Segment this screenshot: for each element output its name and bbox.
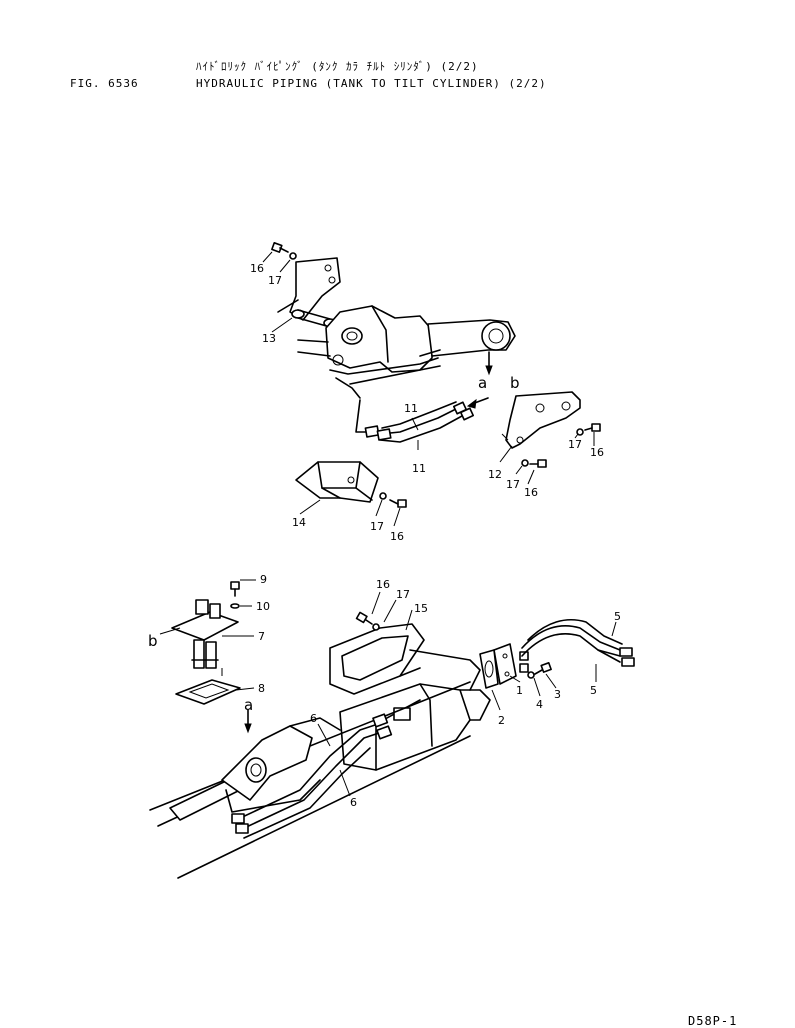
callout-13: 13	[262, 332, 276, 345]
hydraulic-tank	[339, 649, 491, 771]
callout-6: 6	[350, 796, 357, 809]
callout-16: 16	[524, 486, 538, 499]
callout-15: 15	[414, 602, 428, 615]
callout-11: 11	[404, 402, 418, 415]
callout-17: 17	[268, 274, 282, 287]
view-references: a b b a	[148, 374, 520, 714]
view-ref-a: a	[244, 696, 253, 714]
hardware-lower	[355, 611, 380, 631]
figure-title: HYDRAULIC PIPING (TANK TO TILT CYLINDER)…	[196, 77, 547, 90]
main-frame	[149, 681, 471, 879]
callout-16: 16	[376, 578, 390, 591]
view-ref-a: a	[478, 374, 487, 392]
callout-11: 11	[412, 462, 426, 475]
callout-3: 3	[554, 688, 561, 701]
callout-2: 2	[498, 714, 505, 727]
callout-7: 7	[258, 630, 265, 643]
callout-14: 14	[292, 516, 306, 529]
callout-5: 5	[590, 684, 597, 697]
hose-assembly-11	[355, 397, 489, 443]
callout-17: 17	[370, 520, 384, 533]
katakana-title: ﾊｲﾄﾞﾛﾘｯｸ ﾊﾞｲﾋﾟﾝｸﾞ (ﾀﾝｸ ｶﾗ ﾁﾙﾄ ｼﾘﾝﾀﾞ) (2/…	[196, 60, 479, 73]
hardware-upper	[271, 242, 601, 508]
callout-5: 5	[614, 610, 621, 623]
hardware-3-4	[527, 662, 552, 679]
figure-number: FIG. 6536	[70, 77, 139, 90]
gasket-8	[175, 668, 241, 705]
valve-7	[171, 581, 240, 669]
view-ref-b: b	[148, 632, 158, 650]
hose-assembly-6	[231, 713, 393, 839]
view-arrow-a-lower	[244, 709, 252, 734]
callout-16: 16	[590, 446, 604, 459]
callout-12: 12	[488, 468, 502, 481]
model-code: D58P-1	[688, 1014, 738, 1028]
callout-17: 17	[568, 438, 582, 451]
callout-16: 16	[250, 262, 264, 275]
hose-assembly-5	[521, 618, 635, 667]
callout-6: 6	[310, 712, 317, 725]
tilt-cylinder-assembly	[277, 257, 516, 399]
leader-lines	[159, 251, 617, 797]
callout-17: 17	[506, 478, 520, 491]
flange-1-2	[479, 643, 529, 689]
callout-labels: 16 17 13 11 11 12 17 16 17 16 14 17 16 9…	[250, 262, 621, 809]
bracket-12	[501, 391, 581, 449]
callout-8: 8	[258, 682, 265, 695]
callout-17: 17	[396, 588, 410, 601]
callout-16: 16	[390, 530, 404, 543]
cover-15	[329, 623, 425, 695]
view-ref-b: b	[510, 374, 520, 392]
callout-4: 4	[536, 698, 543, 711]
callout-9: 9	[260, 573, 267, 586]
callout-1: 1	[516, 684, 523, 697]
guard-14	[295, 461, 379, 503]
callout-10: 10	[256, 600, 270, 613]
